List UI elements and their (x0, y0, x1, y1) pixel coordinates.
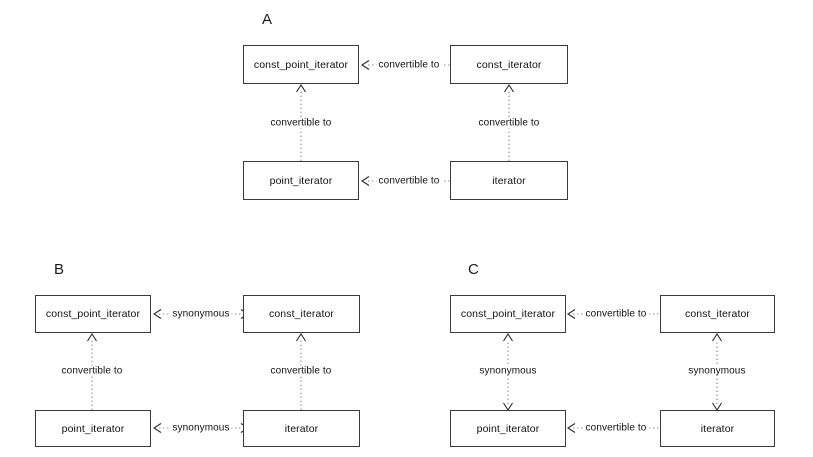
edge-b-left-vertical-arrowhead (87, 332, 97, 342)
panel-c-edge-label-top-horizontal: convertible to (583, 308, 649, 320)
edge-b-right-vertical-arrowhead (296, 332, 306, 342)
panel-a-letter: A (262, 11, 273, 28)
edge-b-bottom-horizontal-arrowhead-left (152, 423, 162, 433)
panel-a-edge-label-bottom-horizontal: convertible to (376, 175, 442, 187)
panel-b-letter: B (54, 261, 65, 278)
panel-a-node-const-iterator[interactable]: const_iterator (450, 45, 568, 84)
edge-a-left-vertical-arrowhead (296, 83, 306, 93)
edge-a-bottom-horizontal-arrowhead (360, 176, 370, 186)
edge-c-bottom-horizontal-arrowhead (566, 423, 576, 433)
edge-c-right-vertical-arrowhead-top (712, 332, 722, 342)
panel-a-node-iterator[interactable]: iterator (450, 161, 568, 200)
panel-b-edge-label-top-horizontal: synonymous (170, 308, 232, 320)
edge-c-right-vertical-arrowhead-bottom (712, 402, 722, 412)
panel-b-node-iterator[interactable]: iterator (243, 410, 360, 447)
panel-b-edge-label-right-vertical: convertible to (268, 365, 334, 377)
panel-b-node-const-point-iterator[interactable]: const_point_iterator (35, 295, 151, 333)
edge-b-top-horizontal-arrowhead-left (152, 309, 162, 319)
edge-c-top-horizontal-arrowhead (566, 309, 576, 319)
edge-a-right-vertical-arrowhead (504, 83, 514, 93)
panel-c-edge-label-bottom-horizontal: convertible to (583, 422, 649, 434)
panel-c-node-point-iterator[interactable]: point_iterator (450, 410, 566, 447)
panel-a-edge-label-right-vertical: convertible to (476, 117, 542, 129)
edge-c-left-vertical-arrowhead-top (503, 332, 513, 342)
panel-c-edge-label-left-vertical: synonymous (477, 365, 539, 377)
panel-c-edge-label-right-vertical: synonymous (686, 365, 748, 377)
panel-a-edge-label-top-horizontal: convertible to (376, 59, 442, 71)
panel-c-node-iterator[interactable]: iterator (660, 410, 775, 447)
edge-c-left-vertical-arrowhead-bottom (503, 402, 513, 412)
panel-b-edge-label-left-vertical: convertible to (59, 365, 125, 377)
panel-a-node-point-iterator[interactable]: point_iterator (243, 161, 359, 200)
panel-b-edge-label-bottom-horizontal: synonymous (170, 422, 232, 434)
panel-c-node-const-iterator[interactable]: const_iterator (660, 295, 775, 333)
panel-c-letter: C (468, 261, 480, 278)
panel-a-edge-label-left-vertical: convertible to (268, 117, 334, 129)
edge-a-top-horizontal-arrowhead (360, 60, 370, 70)
panel-b-node-point-iterator[interactable]: point_iterator (35, 410, 151, 447)
panel-c-node-const-point-iterator[interactable]: const_point_iterator (450, 295, 566, 333)
panel-a-node-const-point-iterator[interactable]: const_point_iterator (243, 45, 359, 84)
panel-b-node-const-iterator[interactable]: const_iterator (243, 295, 360, 333)
